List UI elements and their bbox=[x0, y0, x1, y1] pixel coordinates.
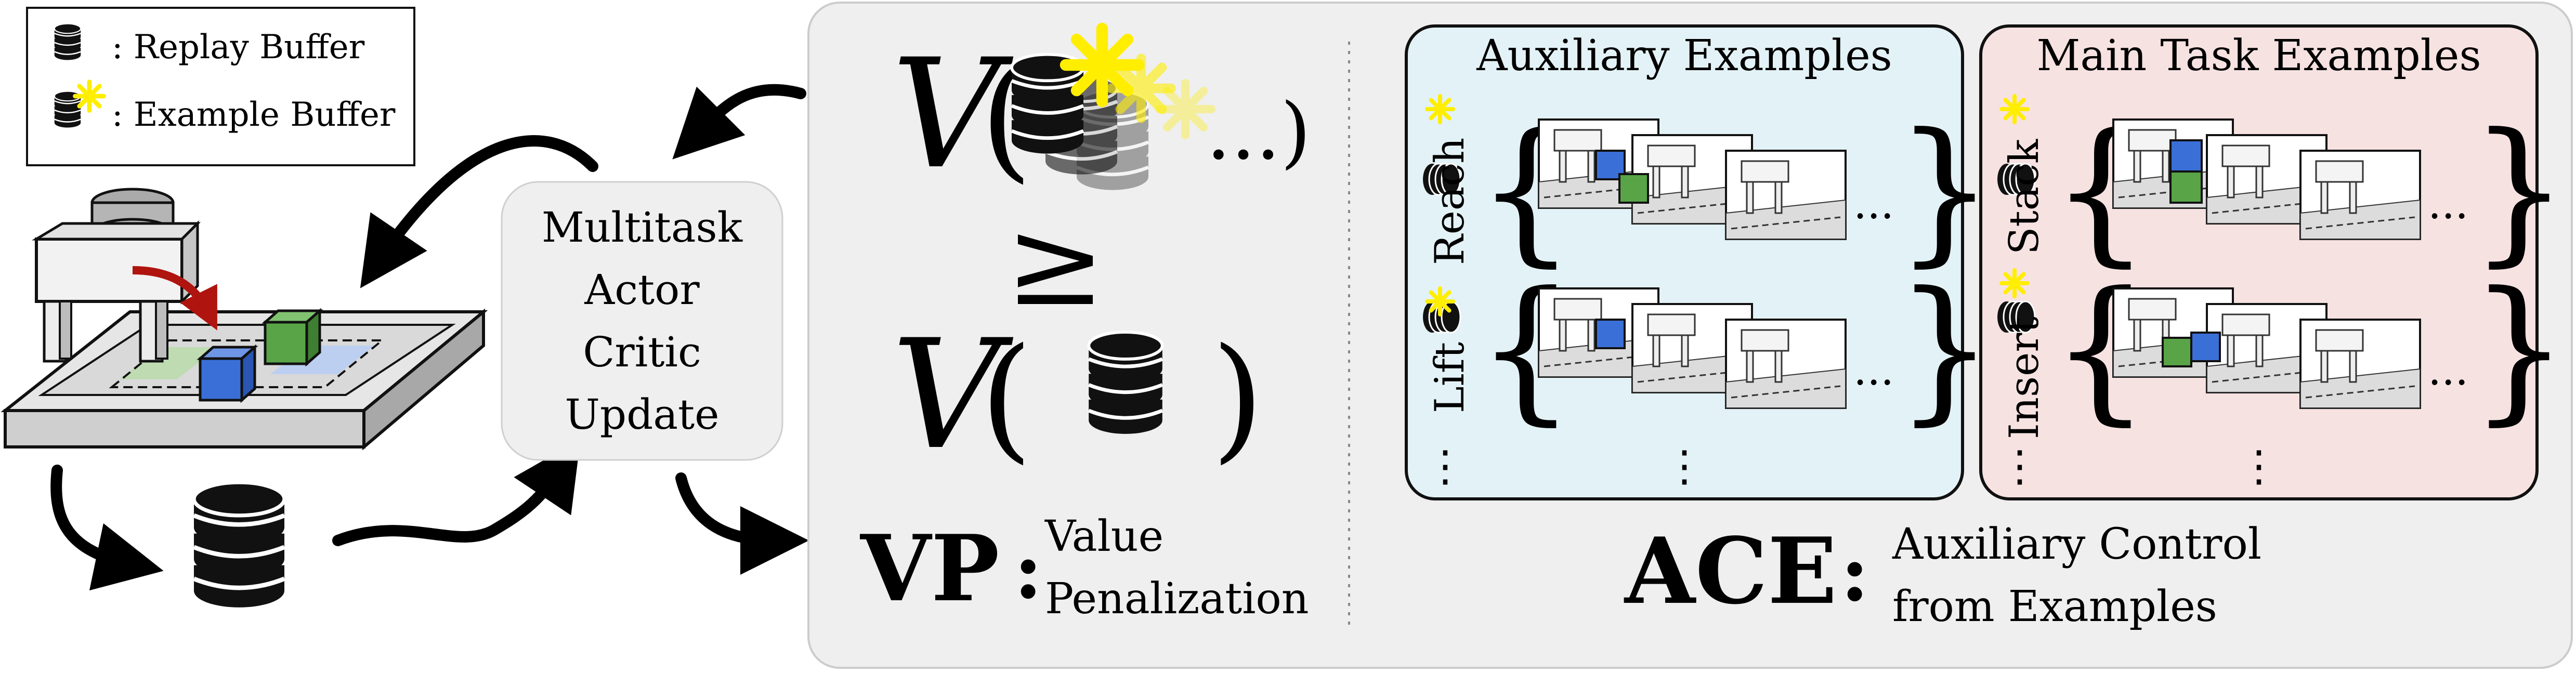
aux-reach-ellipsis: ... bbox=[1853, 179, 1894, 229]
aux-lift-blue-cube bbox=[1595, 319, 1626, 349]
main-stack-green-cube bbox=[2169, 170, 2203, 204]
aux-reach-frame-3 bbox=[1725, 150, 1847, 240]
legend-example-label: : Example Buffer bbox=[112, 96, 396, 134]
main-panel: Main Task Examples Stack { ... } Insert … bbox=[1979, 24, 2569, 500]
motion-arrow bbox=[132, 266, 217, 331]
main-stack-star-icon bbox=[2002, 96, 2028, 122]
vp-name-line2: Penalization bbox=[1045, 574, 1309, 624]
update-line-1: Multitask bbox=[542, 203, 743, 252]
update-line-2: Actor bbox=[584, 266, 700, 314]
aux-title: Auxiliary Examples bbox=[1476, 31, 1892, 81]
robot-scene bbox=[1, 188, 488, 451]
arrow-update-to-vp bbox=[675, 472, 809, 575]
arrow-buffer-to-update bbox=[332, 439, 581, 546]
main-insert-green-cube bbox=[2162, 337, 2192, 367]
vp-section: V ( ...) ≥ V ( ) VP : Value Penalization bbox=[859, 27, 1311, 624]
main-row-stack: Stack bbox=[2001, 139, 2048, 255]
main-insert-frame-3 bbox=[2299, 319, 2421, 409]
replay-buffer-bottom bbox=[194, 482, 284, 608]
main-stack-frame-3 bbox=[2299, 150, 2421, 240]
ace-colon: : bbox=[1840, 527, 1869, 619]
vp-open-paren-bottom: ( bbox=[980, 320, 1032, 477]
aux-reach-green-cube bbox=[1618, 173, 1649, 204]
vp-v-bottom: V bbox=[892, 308, 1014, 483]
ace-name-line1: Auxiliary Control bbox=[1892, 520, 2261, 569]
main-stack-brace-close: } bbox=[2469, 100, 2569, 281]
aux-lift-frame-3 bbox=[1725, 319, 1847, 409]
vp-geq: ≥ bbox=[1005, 194, 1106, 333]
aux-row-reach: Reach bbox=[1427, 138, 1473, 265]
vp-abbrev: VP bbox=[859, 516, 999, 622]
main-col-dots-2: ⋮ bbox=[2238, 442, 2280, 491]
main-insert-ellipsis: ... bbox=[2428, 346, 2468, 395]
main-row-insert: Insert bbox=[2001, 316, 2048, 439]
main-insert-star-icon bbox=[2002, 270, 2028, 296]
update-line-4: Update bbox=[565, 390, 719, 439]
ace-section: ACE : Auxiliary Control from Examples bbox=[1624, 518, 2261, 631]
vp-name-line1: Value bbox=[1044, 512, 1163, 561]
aux-col-dots-1: ⋮ bbox=[1424, 442, 1467, 491]
aux-panel: Auxiliary Examples Reach { ... } Lift { … bbox=[1405, 24, 1994, 500]
aux-lift-ellipsis: ... bbox=[1853, 346, 1894, 395]
ace-abbrev: ACE bbox=[1624, 518, 1837, 625]
legend: : Replay Buffer : Example Buffer bbox=[26, 7, 415, 166]
arrow-update-to-scene bbox=[360, 135, 598, 288]
legend-replay-label: : Replay Buffer bbox=[112, 28, 365, 67]
ace-name-line2: from Examples bbox=[1892, 582, 2217, 631]
vp-v-top: V bbox=[892, 27, 1014, 202]
vp-close-paren-bottom: ) bbox=[1211, 320, 1264, 477]
main-insert-blue-cube bbox=[2190, 332, 2221, 362]
aux-col-dots-2: ⋮ bbox=[1663, 442, 1706, 491]
main-insert-brace-close: } bbox=[2469, 258, 2569, 440]
aux-lift-star-icon bbox=[1427, 288, 1453, 314]
aux-reach-brace-close: } bbox=[1895, 100, 1994, 281]
star-main bbox=[1066, 29, 1139, 101]
arrow-scene-to-buffer bbox=[50, 465, 164, 591]
green-cube bbox=[261, 308, 323, 367]
update-line-3: Critic bbox=[583, 328, 701, 376]
replay-buffer-vp bbox=[1089, 332, 1162, 434]
flow-arrows bbox=[50, 84, 809, 591]
vp-ellipsis: ...) bbox=[1206, 87, 1311, 177]
main-stack-ellipsis: ... bbox=[2428, 179, 2468, 229]
main-title: Main Task Examples bbox=[2036, 31, 2481, 81]
vp-colon: : bbox=[1014, 525, 1042, 616]
aux-lift-brace-close: } bbox=[1895, 258, 1994, 440]
update-box: Multitask Actor Critic Update bbox=[501, 181, 783, 461]
replay-buffer-icon bbox=[54, 23, 82, 61]
blue-cube bbox=[197, 344, 258, 403]
main-col-dots-1: ⋮ bbox=[1998, 442, 2041, 491]
aux-row-lift: Lift bbox=[1427, 342, 1473, 413]
main-stack-blue-cube bbox=[2169, 139, 2203, 173]
example-star-icon bbox=[75, 82, 104, 111]
arrow-vp-to-update bbox=[672, 84, 806, 160]
aux-reach-star-icon bbox=[1427, 96, 1453, 122]
